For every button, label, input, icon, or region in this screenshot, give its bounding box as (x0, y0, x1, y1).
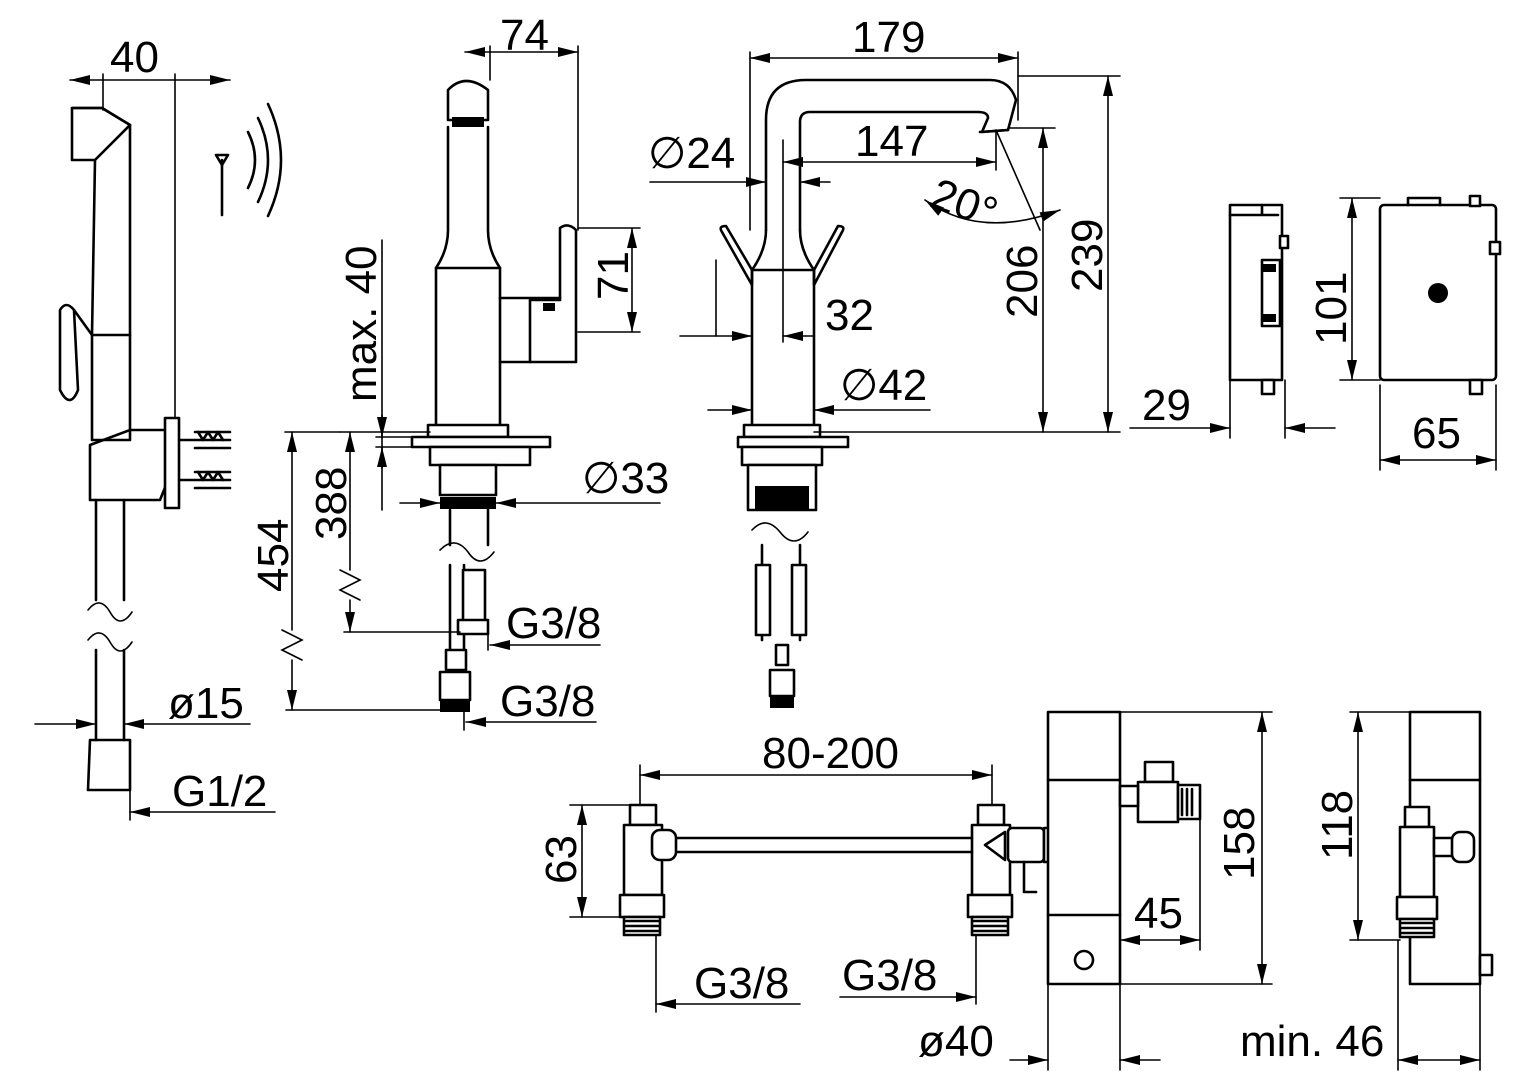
dim-spout-reach-front: 147 (855, 117, 928, 166)
dim-box-depth: 29 (1142, 381, 1191, 430)
hand-shower-view: 40 (34, 33, 283, 821)
dim-thread-lower: G3/8 (500, 677, 595, 726)
dim-hose-thread: G1/2 (172, 767, 267, 816)
dim-spout-reach: 74 (500, 11, 549, 60)
dim-front-width: 179 (852, 13, 925, 62)
control-box-view: 29 101 65 (1129, 194, 1502, 471)
dim-shank-diameter: ∅33 (582, 454, 669, 503)
dim-spray-angle: 20° (925, 169, 1004, 238)
dim-box-width: 65 (1412, 409, 1461, 458)
dim-total-height: 239 (1063, 219, 1112, 292)
thermostat-body-view: 158 45 ø40 (918, 710, 1273, 1071)
radio-signal-icon (214, 102, 283, 218)
faucet-front-view: 179 ∅24 147 (648, 13, 1121, 708)
dim-max-thickness: max. 40 (337, 245, 386, 402)
dim-base-diameter: ∅42 (840, 361, 927, 410)
valve-assembly-view: 80-200 63 G3/8 G3/8 (537, 729, 1078, 1013)
dim-handshower-width: 40 (110, 33, 159, 82)
dim-valve-thread-left: G3/8 (694, 959, 789, 1008)
side-unit-view: 118 min. 46 (1240, 710, 1494, 1071)
dim-spout-diameter: ∅24 (648, 129, 735, 178)
faucet-side-view: 74 71 (249, 11, 669, 731)
dim-valve-height: 63 (537, 835, 586, 884)
dim-hose-diameter: ø15 (168, 679, 244, 728)
dim-hose-length: 388 (307, 467, 356, 540)
dim-unit-min: min. 46 (1240, 1017, 1384, 1066)
dim-outlet-height: 206 (998, 245, 1047, 318)
dim-box-height: 101 (1307, 272, 1356, 345)
dim-valve-spacing: 80-200 (762, 729, 899, 778)
dim-thermo-depth: 45 (1134, 889, 1183, 938)
dim-thermo-height: 158 (1215, 807, 1264, 880)
dim-valve-thread-right: G3/8 (842, 951, 937, 1000)
wall-screw-icon (178, 430, 232, 490)
dim-total-hose: 454 (249, 519, 298, 592)
dim-thread-upper: G3/8 (506, 599, 601, 648)
dim-lever-offset: 32 (825, 291, 874, 340)
dim-lever-height: 71 (589, 251, 638, 300)
dim-thermo-diameter: ø40 (918, 1017, 994, 1066)
dim-unit-height: 118 (1313, 790, 1362, 860)
